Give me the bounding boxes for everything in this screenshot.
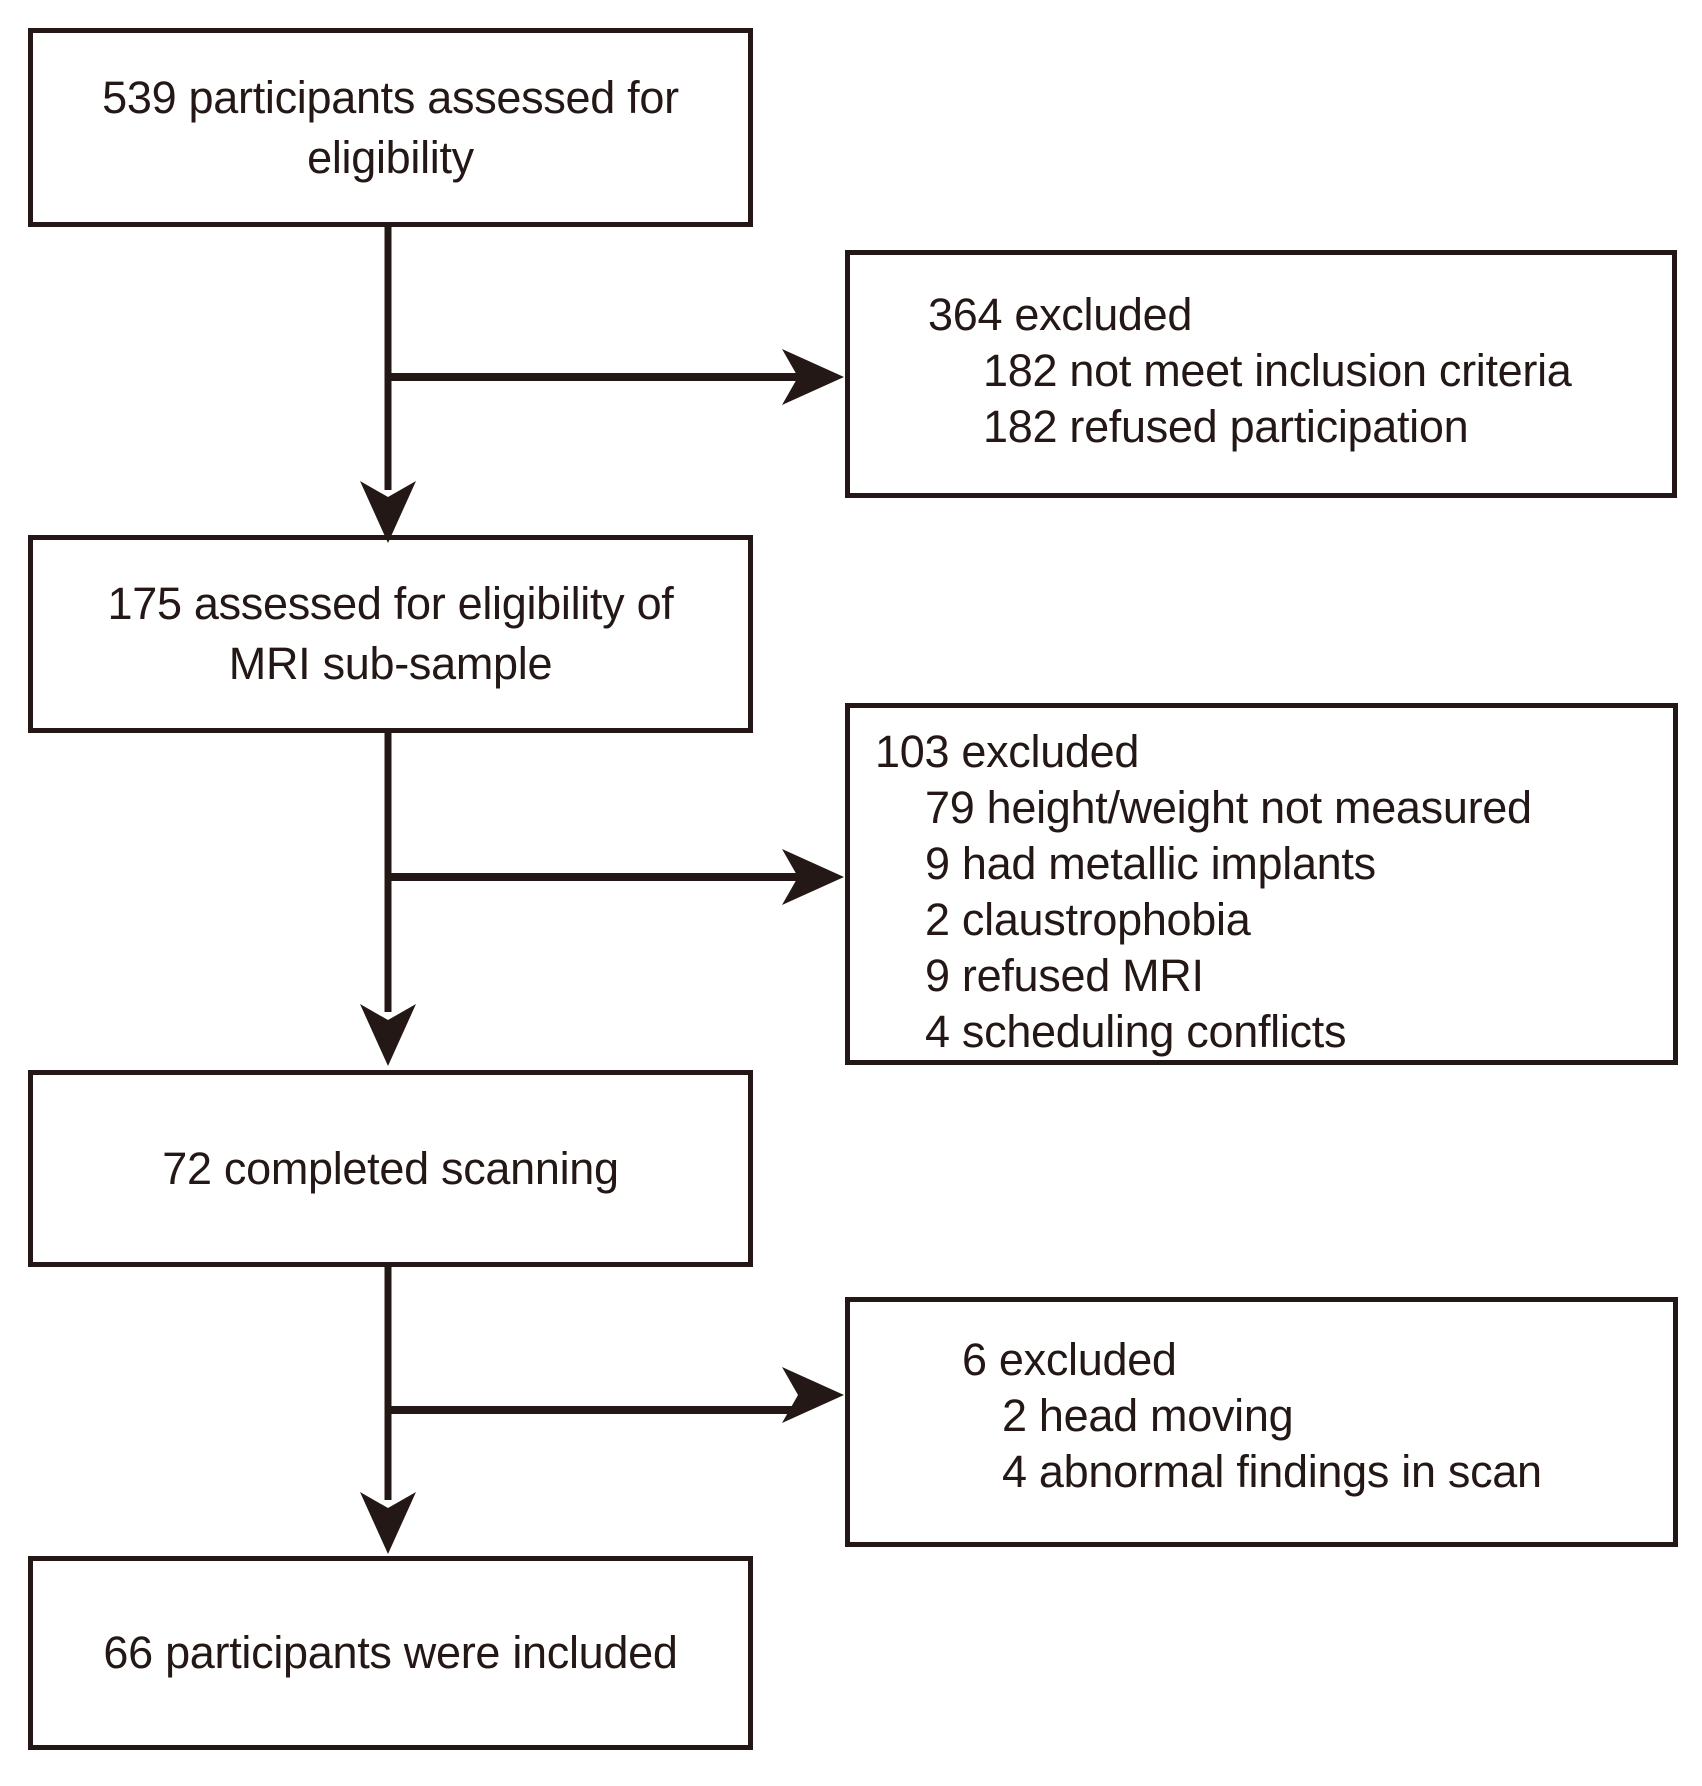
- exclusion-item: 9 refused MRI: [925, 950, 1204, 1001]
- flow-box-175-mri-subsample: 175 assessed for eligibility of MRI sub-…: [28, 535, 753, 733]
- box-text-line: 175 assessed for eligibility of: [107, 578, 674, 629]
- flow-box-72-completed-scanning: 72 completed scanning: [28, 1070, 753, 1267]
- box-text-line: eligibility: [307, 131, 474, 183]
- exclusion-heading: 103 excluded: [875, 726, 1140, 777]
- exclusion-box-364: 364 excluded 182 not meet inclusion crit…: [845, 250, 1677, 498]
- box-text-line: 66 participants were included: [103, 1627, 678, 1678]
- exclusion-item: 4 scheduling conflicts: [925, 1006, 1347, 1057]
- flow-box-539-assessed: 539 participants assessed for eligibilit…: [28, 28, 753, 227]
- exclusion-item: 182 refused participation: [983, 401, 1469, 452]
- flow-box-66-included: 66 participants were included: [28, 1556, 753, 1750]
- arrowhead-down-1: [360, 481, 416, 543]
- exclusion-box-6: 6 excluded 2 head moving 4 abnormal find…: [845, 1297, 1678, 1547]
- box-text-line: 72 completed scanning: [162, 1142, 619, 1194]
- arrowhead-right-3: [782, 1367, 844, 1423]
- exclusion-item: 9 had metallic implants: [925, 838, 1376, 889]
- exclusion-item: 2 head moving: [1002, 1390, 1294, 1441]
- exclusion-box-103: 103 excluded 79 height/weight not measur…: [845, 703, 1678, 1065]
- exclusion-item: 182 not meet inclusion criteria: [983, 345, 1572, 396]
- exclusion-item: 2 claustrophobia: [925, 894, 1251, 945]
- exclusion-item: 79 height/weight not measured: [925, 782, 1532, 833]
- box-text-line: 539 participants assessed for: [102, 71, 679, 123]
- arrowhead-right-1: [782, 349, 844, 405]
- arrowhead-down-3: [360, 1492, 416, 1554]
- exclusion-heading: 364 excluded: [928, 289, 1193, 340]
- box-text-line: MRI sub-sample: [228, 638, 553, 689]
- exclusion-heading: 6 excluded: [962, 1334, 1177, 1385]
- arrowhead-right-2: [782, 849, 844, 905]
- exclusion-item: 4 abnormal findings in scan: [1002, 1446, 1542, 1497]
- arrowhead-down-2: [360, 1004, 416, 1066]
